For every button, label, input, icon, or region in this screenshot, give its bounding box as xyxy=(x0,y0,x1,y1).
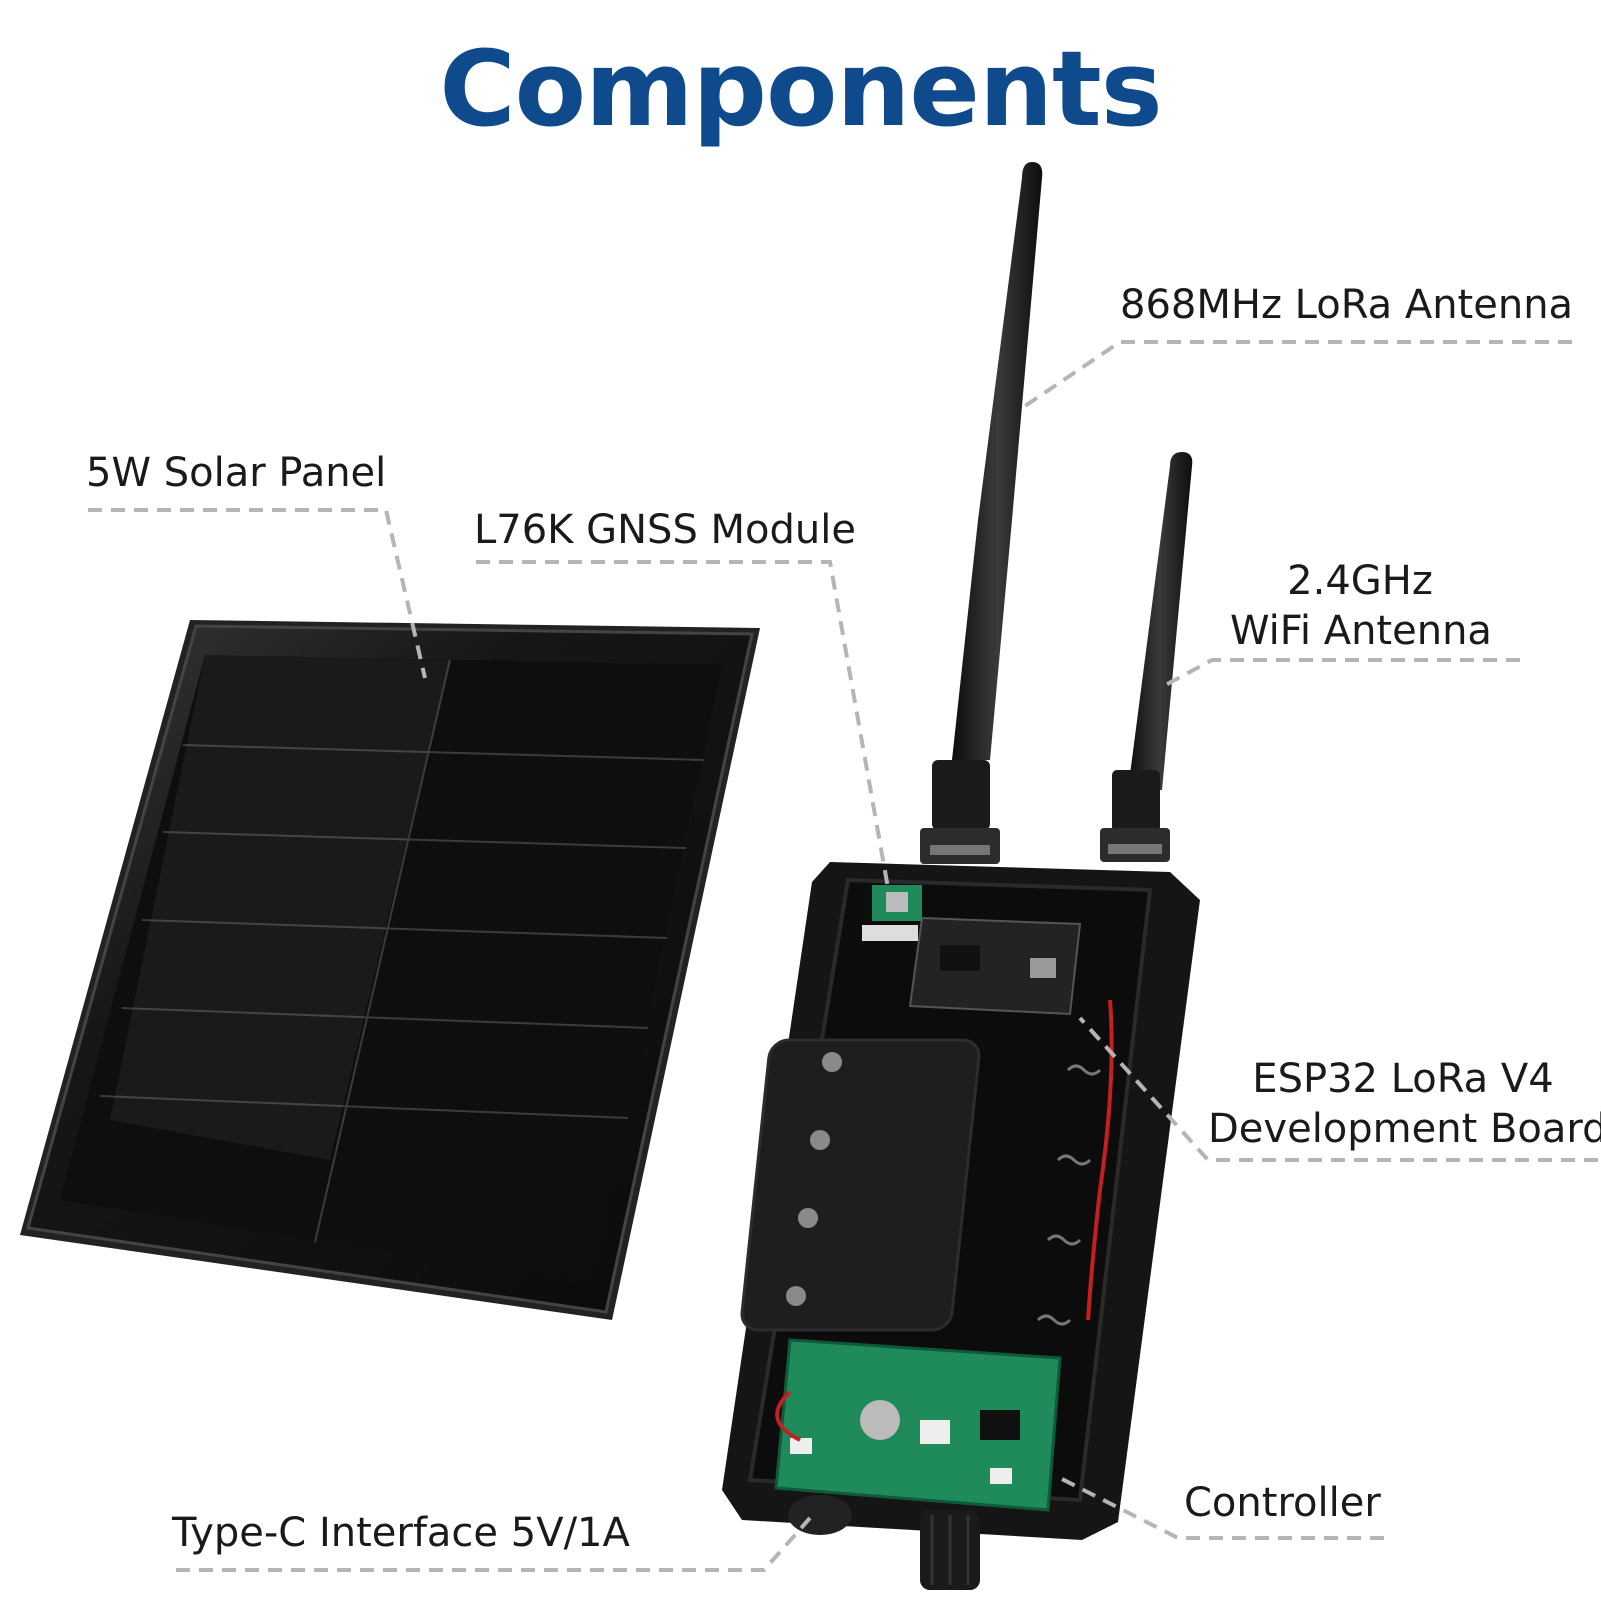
label-lora-antenna: 868MHz LoRa Antenna xyxy=(1120,282,1574,328)
label-controller: Controller xyxy=(1184,1480,1381,1526)
leader-line-lora xyxy=(1020,340,1572,410)
leader-line-gnss xyxy=(476,560,890,889)
label-solar-panel: 5W Solar Panel xyxy=(86,450,387,496)
leader-line-solar xyxy=(88,508,427,679)
gnss-module-image xyxy=(862,885,922,941)
label-esp32-line2: Development Board xyxy=(1208,1106,1601,1152)
solar-panel-image xyxy=(20,620,760,1320)
leader-line-typec xyxy=(176,1516,812,1572)
page-title: Components xyxy=(439,28,1162,150)
label-esp32-line1: ESP32 LoRa V4 xyxy=(1252,1056,1554,1102)
lora-antenna-image xyxy=(920,162,1043,864)
leader-line-wifi xyxy=(1159,658,1520,690)
label-esp32-board: ESP32 LoRa V4 Development Board xyxy=(1208,1054,1601,1154)
label-wifi-antenna-line2: WiFi Antenna xyxy=(1230,608,1492,654)
enclosure-image xyxy=(722,862,1200,1590)
label-type-c-interface: Type-C Interface 5V/1A xyxy=(172,1510,630,1556)
wifi-antenna-image xyxy=(1100,452,1193,862)
esp32-board-image xyxy=(908,916,1082,1016)
label-gnss-module: L76K GNSS Module xyxy=(474,507,856,553)
leader-line-esp32 xyxy=(1078,1016,1598,1162)
controller-board-image xyxy=(774,1338,1062,1512)
leader-lines xyxy=(88,340,1598,1572)
label-wifi-antenna-line1: 2.4GHz xyxy=(1287,558,1433,604)
label-wifi-antenna: 2.4GHz WiFi Antenna xyxy=(1230,556,1492,656)
